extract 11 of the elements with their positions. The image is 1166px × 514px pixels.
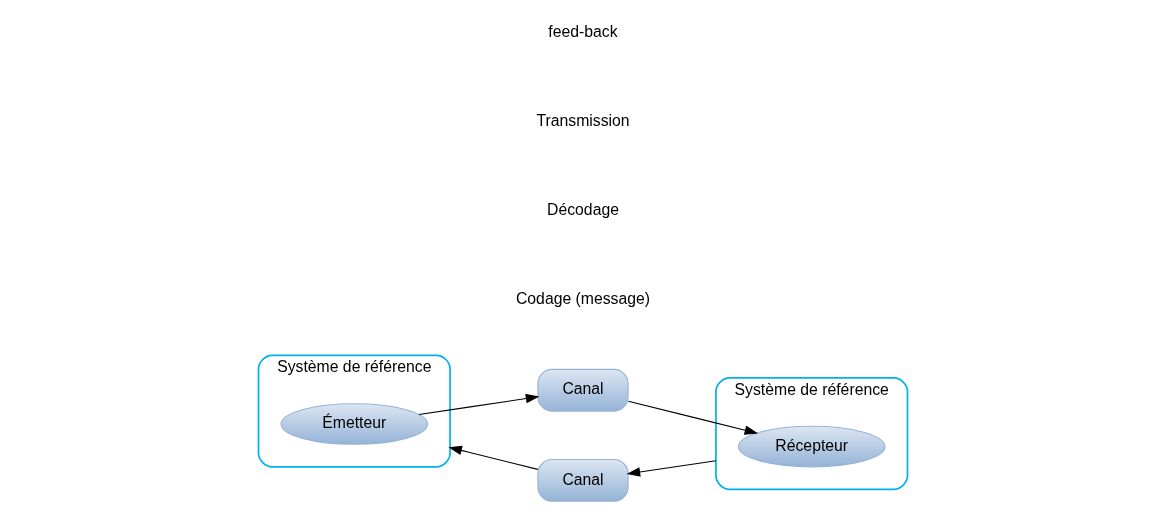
label: feed-back	[548, 23, 618, 41]
arrow	[418, 393, 540, 416]
label: Codage (message)	[515, 290, 651, 308]
label: Transmission	[536, 112, 630, 130]
node-ellipse: Émetteur	[280, 403, 429, 445]
arrow	[627, 400, 759, 435]
label: Décodage	[547, 201, 619, 219]
arrow	[626, 460, 717, 477]
node-box: Canal	[537, 458, 629, 502]
arrow	[448, 445, 539, 470]
node-box: Canal	[537, 368, 629, 412]
